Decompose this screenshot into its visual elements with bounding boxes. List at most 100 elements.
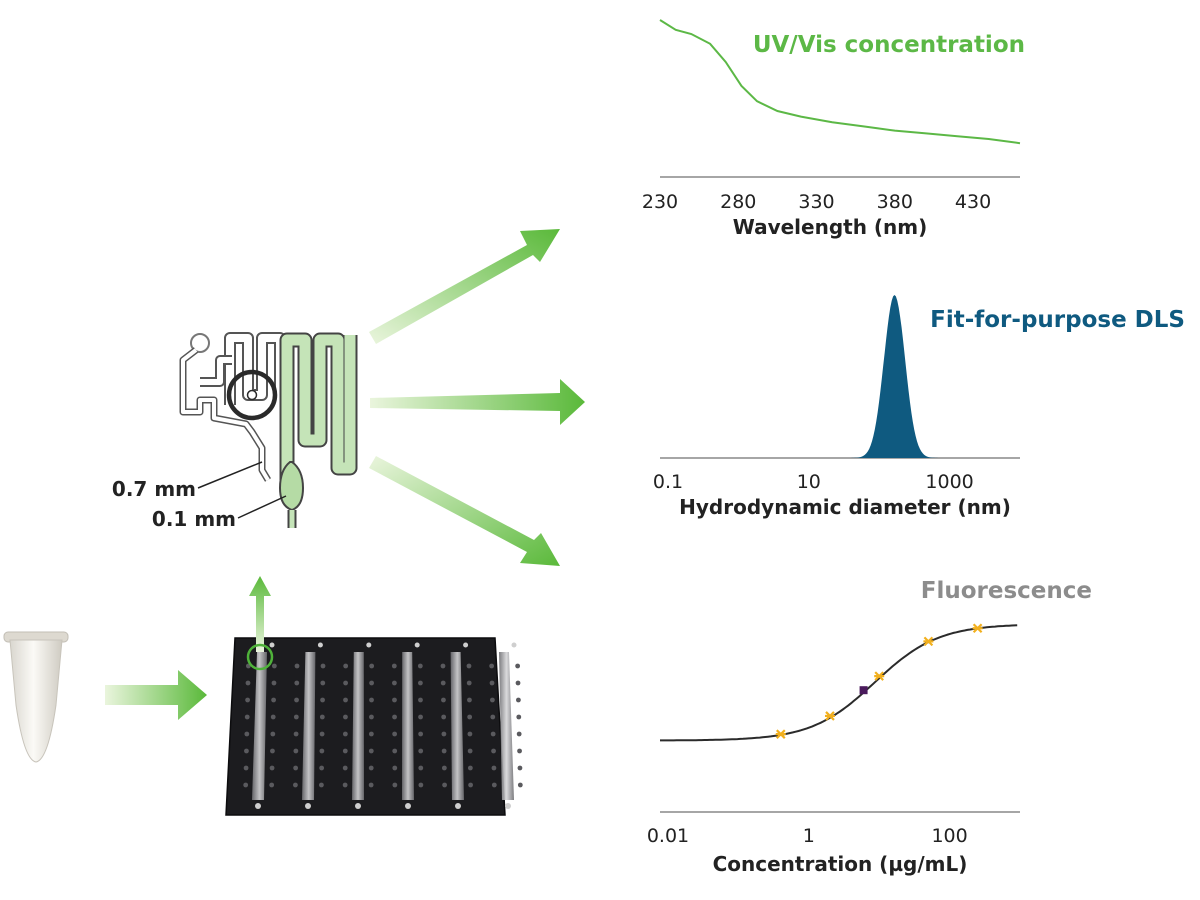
dls-title: Fit-for-purpose DLS (930, 307, 1185, 333)
plate-outlet-port (405, 803, 411, 809)
plate-outlet-port (255, 803, 261, 809)
plate-well (441, 748, 447, 754)
plate-well (516, 697, 521, 703)
plate-well (320, 663, 326, 669)
plate-well (418, 782, 424, 788)
plate-well (293, 714, 299, 720)
plate-well (244, 714, 250, 720)
plate-well (468, 782, 473, 788)
dls-tick-label: 1000 (925, 471, 973, 493)
plate-well (392, 714, 397, 720)
plate-outlet-port (305, 803, 311, 809)
plate-well (245, 697, 250, 703)
fluorescence-x-axis-label: Concentration (µg/mL) (713, 852, 968, 876)
plate-well (517, 748, 522, 754)
plate-well (243, 782, 249, 788)
fluorescence-standard-point (972, 623, 983, 634)
uv-vis-title: UV/Vis concentration (753, 32, 1025, 58)
fluorescence-standard-point (874, 671, 885, 681)
fluorescence-tick-label: 0.01 (647, 825, 689, 847)
plate-well (343, 697, 348, 703)
plate-well (418, 748, 424, 754)
plate-well (368, 731, 374, 737)
plate-well (467, 748, 473, 754)
plate-well (489, 663, 495, 669)
plate-well (369, 697, 374, 703)
plate-lane (499, 652, 514, 800)
plate-well (319, 714, 325, 720)
fluorescence-tick-label: 100 (931, 825, 967, 847)
plate-well (441, 765, 447, 771)
plate-well (466, 680, 472, 686)
plate-lane (302, 652, 316, 800)
plate-well (392, 748, 398, 754)
plate-well (491, 765, 497, 771)
uv-vis-tick-label: 330 (798, 191, 834, 213)
measurement-zone-marker (226, 369, 278, 421)
plate-inlet-port (366, 642, 372, 648)
plate-well (293, 748, 299, 754)
plate-well (490, 731, 496, 737)
plate-well (440, 680, 446, 686)
plate-outlet-port (455, 803, 461, 809)
microcentrifuge-tube-icon (3, 631, 69, 763)
plate-well (490, 697, 495, 703)
plate-well (466, 663, 472, 669)
fluorescence-panel: Fluorescence 0.01 1 100 Concentration (µg/… (647, 578, 1092, 876)
uv-vis-tick-label: 280 (720, 191, 756, 213)
plate-well (441, 714, 447, 720)
fluorescence-title: Fluorescence (921, 578, 1092, 604)
plate-well (245, 680, 251, 686)
plate-well (369, 680, 374, 686)
plate-well (516, 714, 522, 720)
plate-well (418, 714, 423, 720)
plate-inlet-port (317, 642, 323, 648)
dls-size-distribution-peak (845, 295, 944, 458)
plate-well (293, 731, 299, 737)
plate-outlet-port (505, 803, 511, 809)
fluorescence-standard-point (824, 711, 835, 721)
plate-well (271, 663, 277, 669)
plate-inlet-port (511, 642, 517, 648)
plate-well (515, 680, 521, 686)
plate-well (368, 765, 374, 771)
plate-well (392, 680, 397, 686)
plate-well (441, 731, 447, 737)
plate-well (269, 765, 275, 771)
arrow-to-dls-icon (370, 379, 585, 425)
arrow-to-fluorescence-icon (369, 456, 560, 566)
fluorescence-sample-point (859, 686, 868, 695)
uv-vis-absorbance-curve (659, 19, 1021, 145)
plate-well (467, 731, 473, 737)
plate-well (343, 680, 348, 686)
plate-well (270, 748, 275, 754)
plate-well (342, 765, 348, 771)
plate-well (269, 782, 275, 788)
plate-well (467, 765, 473, 771)
plate-well (442, 782, 447, 788)
plate-well (516, 731, 522, 737)
plate-lane (450, 652, 464, 800)
plate-well (271, 697, 276, 703)
plate-well (319, 748, 325, 754)
fluorescence-tick-label: 1 (803, 825, 815, 847)
plate-well (491, 748, 496, 754)
plate-lane (402, 652, 414, 800)
plate-well (244, 731, 250, 737)
plate-well (270, 731, 276, 737)
plate-well (418, 697, 423, 703)
plate-well (441, 697, 446, 703)
plate-well (368, 782, 374, 788)
plate-well (243, 765, 249, 771)
plate-well (392, 782, 398, 788)
plate-well (515, 663, 521, 669)
plate-well (467, 697, 472, 703)
dls-x-axis-label: Hydrodynamic diameter (nm) (679, 495, 1011, 519)
plate-well (342, 782, 348, 788)
uv-vis-tick-label: 380 (877, 191, 913, 213)
plate-well (369, 663, 375, 669)
plate-well (369, 714, 374, 720)
plate-well (319, 765, 325, 771)
